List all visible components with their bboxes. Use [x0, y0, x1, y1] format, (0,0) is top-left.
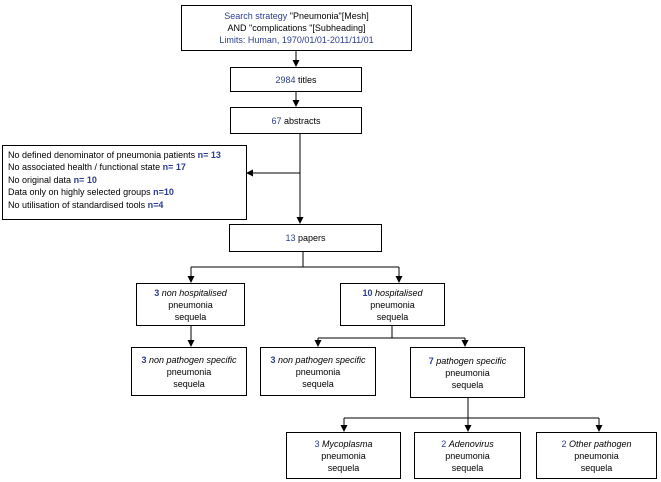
papers-box: 13 papers: [229, 224, 382, 252]
abstracts-box: 67 abstracts: [230, 107, 362, 134]
non-hospitalised-box: 3 non hospitalised pneumonia sequela: [136, 283, 245, 326]
myco-label: Mycoplasma: [322, 438, 373, 449]
myco-l2: pneumonia: [321, 450, 366, 461]
mycoplasma-box: 3 Mycoplasma pneumonia sequela: [286, 432, 401, 479]
other-label: Other pathogen: [568, 438, 632, 449]
other-count: 2: [561, 438, 567, 449]
search-line2: AND "complications "[Subheading]: [227, 23, 366, 33]
other-l3: sequela: [580, 462, 613, 473]
exclusions-0-text: No defined denominator of pneumonia pati…: [8, 150, 196, 160]
exclusions-3-text: Data only on highly selected groups: [8, 187, 151, 198]
search-line1: "Pneumonia"[Mesh]: [287, 11, 369, 21]
h-nonpath-count: 3: [270, 354, 276, 365]
nh-nonpath-label: non pathogen specific: [148, 354, 237, 365]
exclusions-3-n: n=10: [153, 187, 174, 198]
search-label: Search strategy: [224, 11, 288, 21]
adenovirus-box: 2 Adenovirus pneumonia sequela: [414, 432, 521, 479]
hospitalised-box: 10 hospitalised pneumonia sequela: [340, 283, 445, 326]
h-nonpath-l3: sequela: [302, 378, 334, 389]
other-pathogen-box: 2 Other pathogen pneumonia sequela: [536, 432, 657, 479]
search-limits: Limits: Human, 1970/01/01-2011/11/01: [219, 35, 374, 45]
exclusions-1-n: n= 17: [162, 162, 186, 173]
exclusion-item: No associated health / functional state …: [8, 161, 186, 173]
nh-nonpath-count: 3: [141, 354, 147, 365]
papers-count: 13: [285, 233, 296, 243]
exclusions-2-text: No original data: [8, 174, 72, 185]
hosp-l2: pneumonia: [370, 299, 415, 310]
h-nonpath-label: non pathogen specific: [277, 354, 366, 365]
adeno-l3: sequela: [451, 462, 484, 473]
h-path-count: 7: [428, 355, 434, 366]
non-hosp-label: non hospitalised: [161, 287, 227, 298]
hosp-label: hospitalised: [375, 287, 423, 298]
nonhosp-non-pathogen-box: 3 non pathogen specific pneumonia sequel…: [131, 347, 247, 396]
hosp-count: 10: [362, 287, 373, 298]
adeno-l2: pneumonia: [445, 450, 490, 461]
exclusion-item: No utilisation of standardised tools n=4: [8, 199, 163, 211]
abstracts-count: 67: [271, 115, 282, 126]
h-nonpath-l2: pneumonia: [295, 366, 341, 377]
papers-label: papers: [295, 233, 326, 243]
titles-count: 2984: [275, 74, 296, 85]
non-hosp-l3: sequela: [174, 311, 207, 322]
hosp-l3: sequela: [376, 311, 409, 322]
abstracts-label: abstracts: [281, 115, 321, 126]
titles-label: titles: [295, 74, 317, 85]
exclusion-item: No original data n= 10: [8, 174, 97, 186]
h-path-l2: pneumonia: [445, 367, 490, 378]
exclusions-4-text: No utilisation of standardised tools: [8, 199, 146, 210]
exclusions-0-n: n= 13: [197, 150, 221, 160]
myco-l3: sequela: [327, 462, 360, 473]
non-hosp-l2: pneumonia: [168, 299, 213, 310]
h-path-label: pathogen specific: [436, 355, 507, 366]
h-path-l3: sequela: [451, 379, 484, 390]
titles-box: 2984 titles: [230, 67, 362, 92]
exclusions-4-n: n=4: [147, 199, 164, 210]
hosp-non-pathogen-box: 3 non pathogen specific pneumonia sequel…: [260, 347, 376, 396]
exclusions-1-text: No associated health / functional state: [8, 162, 161, 173]
search-strategy-box: Search strategy "Pneumonia"[Mesh] AND "c…: [181, 5, 412, 51]
nh-nonpath-l2: pneumonia: [166, 366, 212, 377]
nh-nonpath-l3: sequela: [173, 378, 205, 389]
exclusion-item: Data only on highly selected groups n=10: [8, 186, 174, 198]
exclusion-item: No defined denominator of pneumonia pati…: [8, 149, 221, 161]
hosp-pathogen-specific-box: 7 pathogen specific pneumonia sequela: [410, 347, 525, 398]
exclusions-2-n: n= 10: [73, 174, 97, 185]
adeno-label: Adenovirus: [448, 438, 494, 449]
exclusions-box: No defined denominator of pneumonia pati…: [2, 145, 247, 220]
myco-count: 3: [314, 438, 320, 449]
adeno-count: 2: [441, 438, 447, 449]
other-l2: pneumonia: [574, 450, 619, 461]
non-hosp-count: 3: [154, 287, 160, 298]
